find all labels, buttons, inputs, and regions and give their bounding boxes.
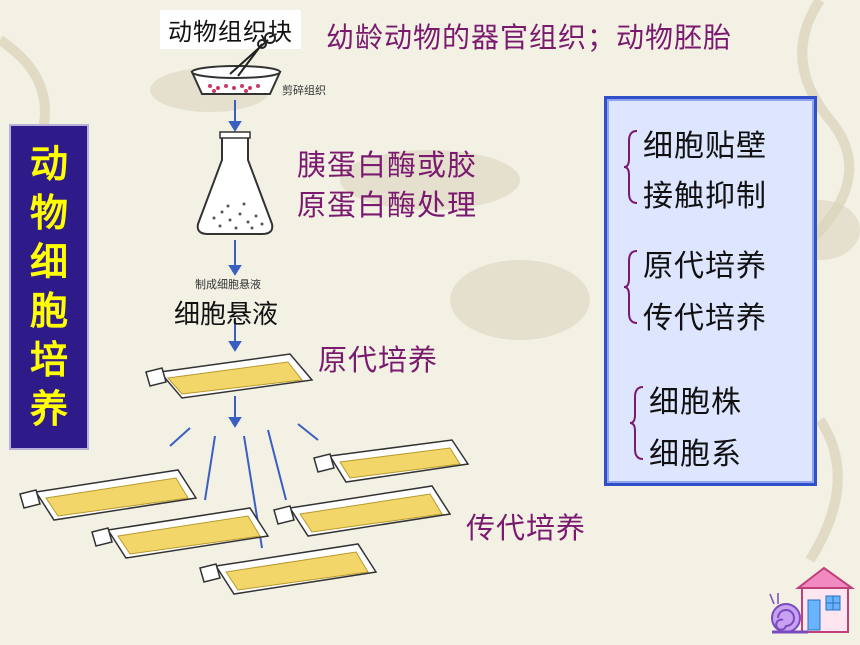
side-title-bar: 动 物 细 胞 培 养 <box>9 124 89 450</box>
side-title-char: 培 <box>29 338 68 382</box>
side-title-char: 动 <box>29 142 68 186</box>
panel-item: 细胞系 <box>649 437 742 472</box>
dish-with-scissors-icon <box>190 32 282 95</box>
flow-diagram: 剪碎组织 制成细胞悬液 <box>19 32 470 595</box>
summary-panel: 细胞贴壁 接触抑制 原代培养 传代培养 细胞株 细胞系 <box>604 96 817 486</box>
side-title-char: 胞 <box>29 289 68 333</box>
home-icon[interactable] <box>768 564 858 642</box>
enzyme-line-2: 原蛋白酶处理 <box>297 188 478 222</box>
subculture-label: 传代培养 <box>466 511 587 545</box>
cell-suspension-label: 细胞悬液 <box>174 300 279 330</box>
top-title: 幼龄动物的器官组织；动物胚胎 <box>326 21 733 54</box>
primary-culture-bottle-icon <box>145 353 314 399</box>
panel-item: 传代培养 <box>643 301 767 336</box>
panel-item: 接触抑制 <box>643 179 767 214</box>
flask-icon <box>196 131 274 235</box>
panel-item: 原代培养 <box>643 249 767 284</box>
panel-item: 细胞株 <box>649 385 742 420</box>
source-tissue-label: 动物组织块 <box>160 10 301 49</box>
brace-icon <box>623 130 638 204</box>
subculture-bottle-icon <box>19 469 198 521</box>
subculture-bottle-icon <box>313 439 470 483</box>
enzyme-treatment-label: 胰蛋白酶或胶 原蛋白酶处理 <box>297 145 477 225</box>
subculture-bottle-icon <box>273 485 452 537</box>
brace-icon <box>629 386 644 460</box>
subculture-bottle-icon <box>91 507 270 559</box>
primary-culture-label: 原代培养 <box>318 343 439 377</box>
side-title-char: 养 <box>29 387 68 431</box>
side-title-char: 细 <box>29 240 68 284</box>
side-title-char: 物 <box>29 191 68 235</box>
mince-label: 剪碎组织 <box>282 83 326 97</box>
enzyme-line-1: 胰蛋白酶或胶 <box>297 148 478 182</box>
subculture-bottle-icon <box>199 543 378 595</box>
flask-caption: 制成细胞悬液 <box>195 277 261 291</box>
brace-icon <box>623 250 638 324</box>
panel-item: 细胞贴壁 <box>643 129 767 164</box>
